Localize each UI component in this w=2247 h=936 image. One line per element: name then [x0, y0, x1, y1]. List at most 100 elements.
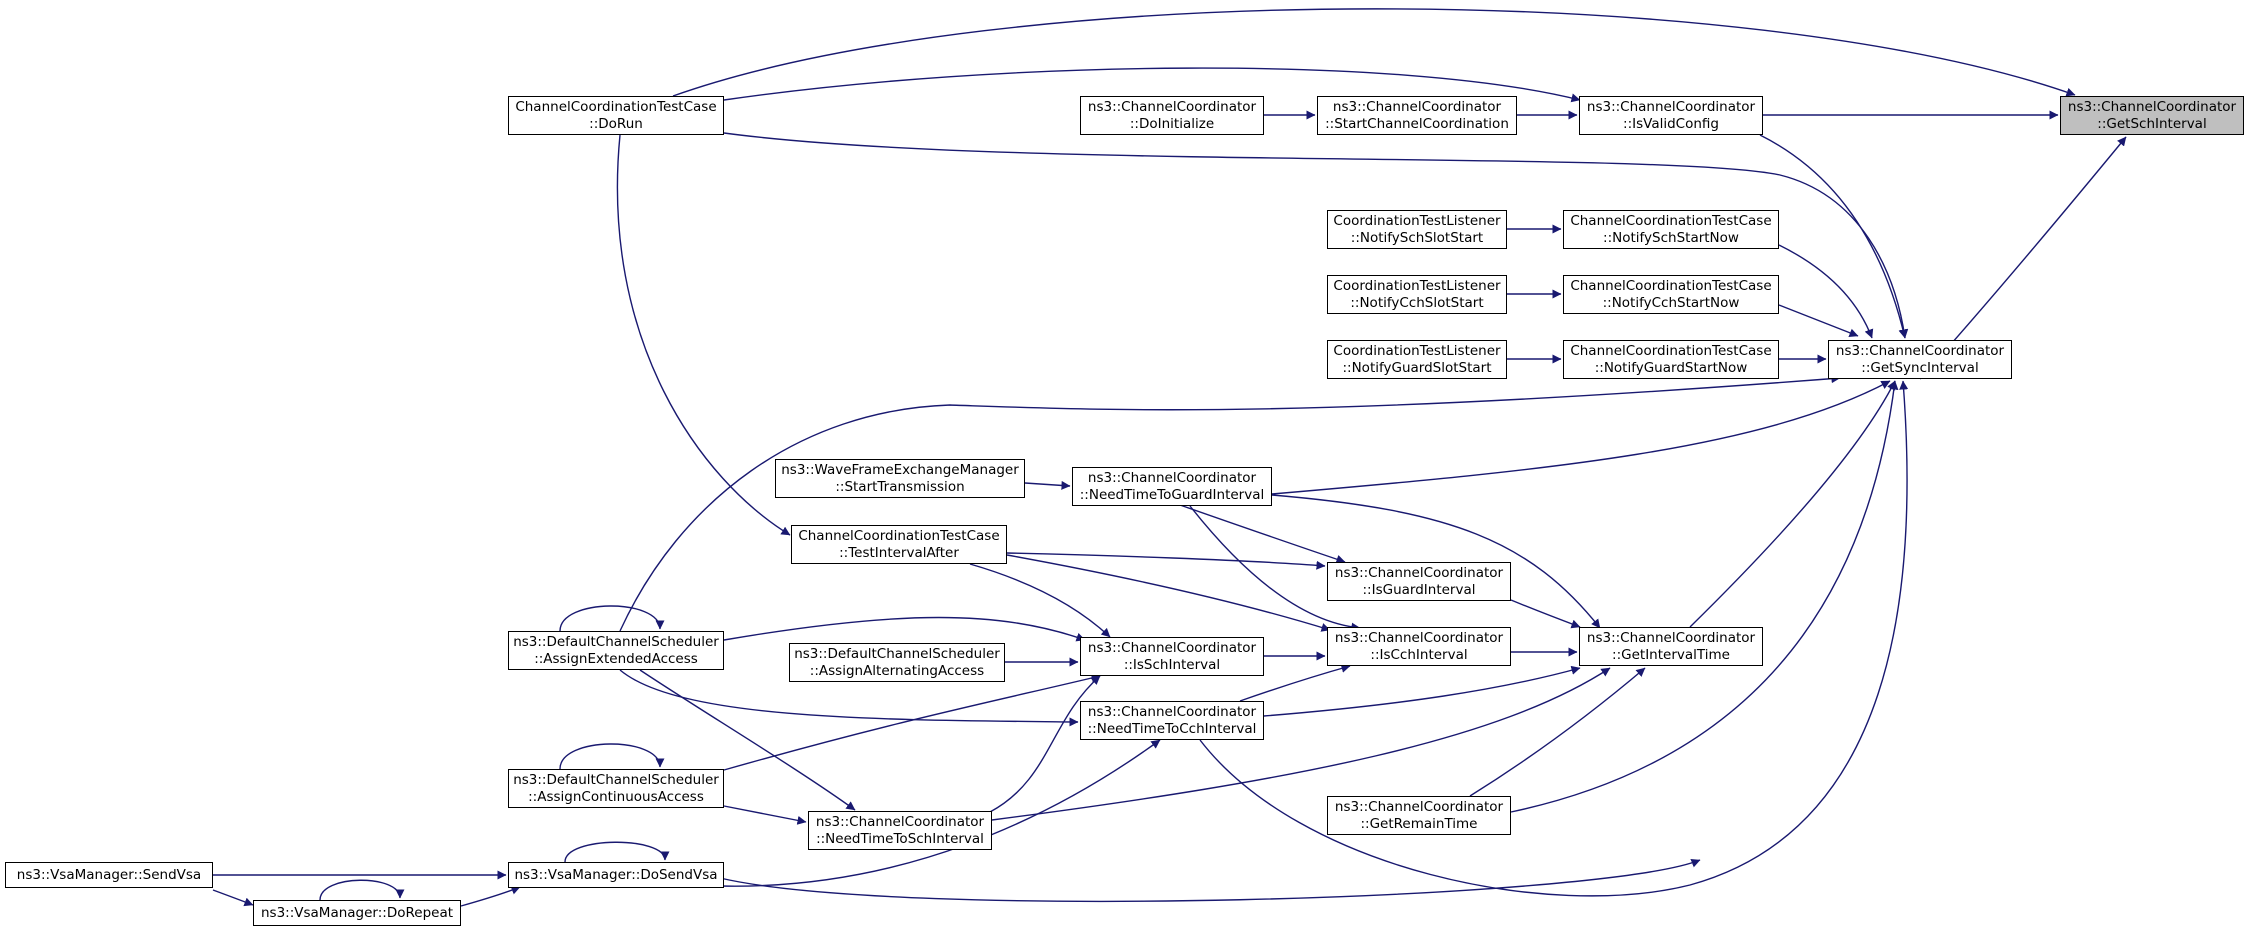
call-edge: [1263, 665, 1581, 717]
graph-node-n11[interactable]: CoordinationTestListener::NotifyGuardSlo…: [1327, 340, 1507, 379]
node-label-line2: ::AssignExtendedAccess: [534, 650, 698, 667]
graph-node-n12[interactable]: ns3::DefaultChannelScheduler::AssignExte…: [508, 631, 724, 670]
graph-node-n13[interactable]: ns3::ChannelCoordinator::GetIntervalTime: [1579, 627, 1763, 666]
call-edge: [212, 889, 254, 907]
graph-node-n22[interactable]: ns3::VsaManager::DoRepeat: [253, 900, 461, 926]
node-label-line2: ::StartChannelCoordination: [1325, 115, 1509, 132]
call-edge: [723, 67, 1581, 103]
call-edge: [672, 8, 2076, 97]
node-label-line1: ns3::ChannelCoordinator: [1586, 98, 1756, 115]
node-label-line1: ns3::ChannelCoordinator: [1087, 639, 1257, 656]
node-label-line2: ::NotifySchStartNow: [1603, 229, 1739, 246]
graph-node-n2[interactable]: ns3::ChannelCoordinator::IsValidConfig: [1579, 96, 1763, 135]
node-label-line1: ChannelCoordinationTestCase: [1570, 277, 1772, 294]
call-edge: [1469, 667, 1646, 797]
graph-node-n21[interactable]: ns3::VsaManager::SendVsa: [5, 862, 213, 888]
graph-node-n4[interactable]: ns3::ChannelCoordinator::DoInitialize: [1080, 96, 1264, 135]
node-label-line1: ns3::DefaultChannelScheduler: [794, 645, 1000, 662]
graph-node-n15[interactable]: ns3::ChannelCoordinator::IsSchInterval: [1080, 637, 1264, 676]
node-label-line2: ::StartTransmission: [835, 478, 965, 495]
graph-node-n17[interactable]: ns3::ChannelCoordinator::NeedTimeToCchIn…: [1080, 701, 1264, 740]
graph-node-n26[interactable]: ns3::ChannelCoordinator::NeedTimeToGuard…: [1072, 467, 1272, 506]
call-edge: [1759, 134, 1908, 339]
call-edge: [723, 805, 807, 825]
graph-node-n3[interactable]: ns3::ChannelCoordinator::StartChannelCoo…: [1317, 96, 1517, 135]
graph-node-n24[interactable]: ChannelCoordinationTestCase::TestInterva…: [791, 525, 1007, 564]
node-label-line2: ::AssignContinuousAccess: [528, 788, 704, 805]
graph-node-n9[interactable]: CoordinationTestListener::NotifyCchSlotS…: [1327, 275, 1507, 314]
call-edge: [559, 605, 665, 632]
graph-node-n14[interactable]: ns3::ChannelCoordinator::IsCchInterval: [1327, 627, 1511, 666]
node-label-line1: ChannelCoordinationTestCase: [798, 527, 1000, 544]
node-label-line2: ::NeedTimeToSchInterval: [816, 830, 984, 847]
node-label-line1: CoordinationTestListener: [1333, 212, 1501, 229]
node-label-line1: ns3::ChannelCoordinator: [1087, 469, 1257, 486]
call-edge: [1199, 380, 1909, 897]
graph-node-n5[interactable]: ns3::ChannelCoordinator::GetSyncInterval: [1828, 340, 2012, 379]
node-label-line2: ::IsCchInterval: [1370, 646, 1468, 663]
node-label-line2: ::DoRun: [589, 115, 643, 132]
node-label-line1: ChannelCoordinationTestCase: [1570, 342, 1772, 359]
node-label-line1: ns3::DefaultChannelScheduler: [513, 771, 719, 788]
node-label-line1: ns3::ChannelCoordinator: [1087, 98, 1257, 115]
node-label-line1: ns3::ChannelCoordinator: [1087, 703, 1257, 720]
node-label-line1: ns3::ChannelCoordinator: [1332, 98, 1502, 115]
call-edge: [619, 669, 1079, 727]
call-edge: [1510, 599, 1581, 629]
node-label-line2: ::IsGuardInterval: [1362, 581, 1476, 598]
node-label-line1: CoordinationTestListener: [1333, 277, 1501, 294]
call-edge: [723, 616, 1086, 642]
node-label-line1: ns3::VsaManager::DoRepeat: [260, 904, 454, 921]
node-label-line1: ns3::ChannelCoordinator: [1334, 798, 1504, 815]
node-label-line1: ns3::ChannelCoordinator: [2067, 98, 2237, 115]
graph-node-n0: ns3::ChannelCoordinator::GetSchInterval: [2060, 96, 2244, 135]
node-label-line2: ::NotifyGuardSlotStart: [1342, 359, 1492, 376]
node-label-line1: ChannelCoordinationTestCase: [515, 98, 717, 115]
node-label-line2: ::GetRemainTime: [1360, 815, 1478, 832]
node-label-line2: ::IsSchInterval: [1123, 656, 1221, 673]
graph-node-n16[interactable]: ns3::DefaultChannelScheduler::AssignAlte…: [789, 643, 1005, 682]
call-edge: [1778, 244, 1874, 339]
call-edge: [1189, 505, 1361, 632]
call-edge: [559, 743, 665, 770]
graph-node-n27[interactable]: ns3::WaveFrameExchangeManager::StartTran…: [775, 459, 1025, 498]
graph-node-n8[interactable]: ChannelCoordinationTestCase::NotifyCchSt…: [1563, 275, 1779, 314]
call-edge: [989, 675, 1101, 813]
call-edge: [564, 841, 670, 863]
call-edge: [1024, 480, 1071, 490]
node-label-line1: ns3::VsaManager::DoSendVsa: [514, 866, 718, 883]
node-label-line1: ChannelCoordinationTestCase: [1570, 212, 1772, 229]
node-label-line1: CoordinationTestListener: [1333, 342, 1501, 359]
graph-node-n23[interactable]: ns3::ChannelCoordinator::GetRemainTime: [1327, 796, 1511, 835]
call-edge: [723, 132, 1909, 339]
node-label-line2: ::NotifyGuardStartNow: [1594, 359, 1748, 376]
node-label-line2: ::NeedTimeToGuardInterval: [1079, 486, 1265, 503]
node-label-line2: ::GetSchInterval: [2097, 115, 2207, 132]
node-label-line1: ns3::DefaultChannelScheduler: [513, 633, 719, 650]
graph-node-n20[interactable]: ns3::VsaManager::DoSendVsa: [508, 862, 724, 888]
graph-node-n19[interactable]: ns3::ChannelCoordinator::NeedTimeToSchIn…: [808, 811, 992, 850]
call-edge: [723, 673, 1101, 771]
graph-node-n6[interactable]: ChannelCoordinationTestCase::NotifySchSt…: [1563, 210, 1779, 249]
graph-node-n7[interactable]: CoordinationTestListener::NotifySchSlotS…: [1327, 210, 1507, 249]
call-edge: [639, 669, 856, 811]
node-label-line2: ::TestIntervalAfter: [839, 544, 959, 561]
node-label-line2: ::NotifyCchStartNow: [1602, 294, 1740, 311]
node-label-line2: ::NotifyCchSlotStart: [1350, 294, 1484, 311]
call-edge: [991, 667, 1611, 821]
graph-node-n25[interactable]: ns3::ChannelCoordinator::IsGuardInterval: [1327, 562, 1511, 601]
graph-node-n1[interactable]: ChannelCoordinationTestCase::DoRun: [508, 96, 724, 135]
node-label-line2: ::IsValidConfig: [1623, 115, 1719, 132]
call-edge: [1778, 304, 1859, 338]
node-label-line1: ns3::VsaManager::SendVsa: [16, 866, 202, 883]
call-edge: [1179, 504, 1346, 564]
node-label-line2: ::GetSyncInterval: [1861, 359, 1979, 376]
graph-node-n18[interactable]: ns3::DefaultChannelScheduler::AssignCont…: [508, 769, 724, 808]
call-edge: [616, 134, 791, 536]
node-label-line2: ::AssignAlternatingAccess: [809, 662, 985, 679]
call-edge: [719, 858, 1701, 903]
call-edge: [1239, 663, 1351, 702]
node-label-line2: ::NeedTimeToCchInterval: [1087, 720, 1257, 737]
graph-node-n10[interactable]: ChannelCoordinationTestCase::NotifyGuard…: [1563, 340, 1779, 379]
